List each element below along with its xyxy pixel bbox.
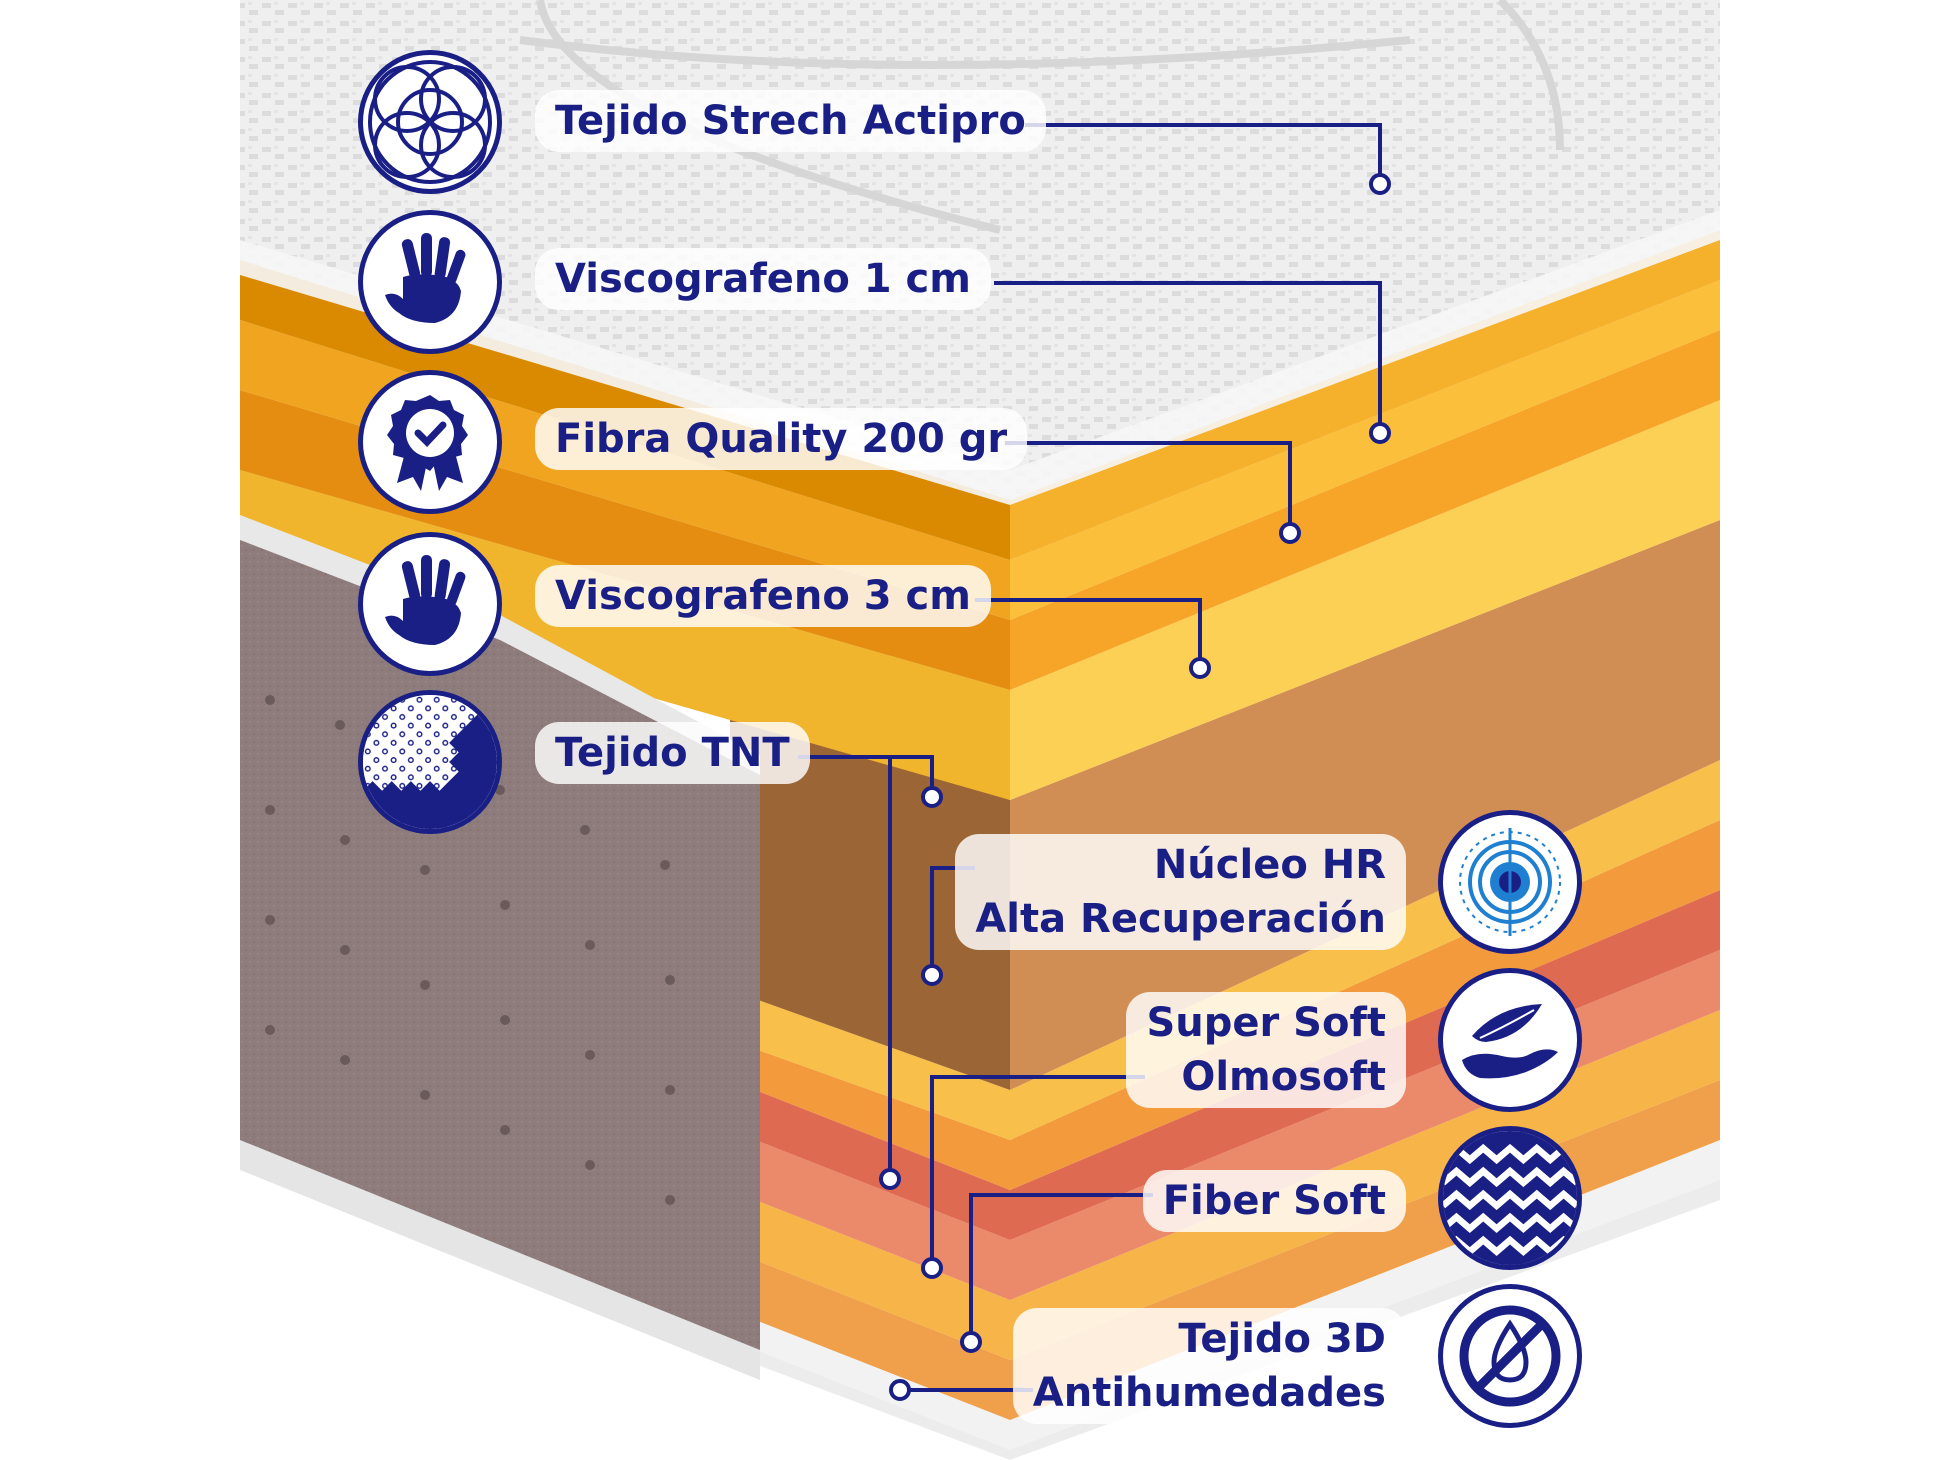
- label-tejido-3d-line2: Antihumedades: [1032, 1370, 1386, 1416]
- connector-tejido-tnt: [798, 755, 934, 795]
- hand-icon: [358, 210, 502, 354]
- label-fiber-soft: Fiber Soft: [1142, 1170, 1406, 1232]
- connector-lines: [798, 123, 1382, 1392]
- label-super-soft: Super Soft Olmosoft: [1126, 992, 1406, 1108]
- target-circles-icon: [1438, 810, 1582, 954]
- label-tejido-strech: Tejido Strech Actipro: [535, 90, 1046, 152]
- label-tejido-3d-line1: Tejido 3D: [1178, 1316, 1386, 1362]
- connector-fibra-quality: [1005, 441, 1292, 530]
- connector-dots: [879, 173, 1391, 1401]
- top-cover-edge: [240, 210, 1720, 505]
- quality-badge-icon: [358, 370, 502, 514]
- label-nucleo-hr: Núcleo HR Alta Recuperación: [955, 834, 1406, 950]
- label-fibra-quality: Fibra Quality 200 gr: [535, 408, 1028, 470]
- zigzag-icon: [1438, 1126, 1582, 1270]
- label-tejido-tnt: Tejido TNT: [535, 722, 810, 784]
- side-panel-border-bottom: [240, 1140, 760, 1380]
- label-tejido-3d: Tejido 3D Antihumedades: [1012, 1308, 1406, 1424]
- label-nucleo-hr-line2: Alta Recuperación: [975, 896, 1386, 942]
- label-super-soft-line2: Olmosoft: [1181, 1054, 1386, 1100]
- connector-super-soft: [930, 1075, 1145, 1265]
- hand-icon: [358, 532, 502, 676]
- label-nucleo-hr-line1: Núcleo HR: [1153, 842, 1386, 888]
- connector-tejido-strech: [1025, 123, 1382, 182]
- connector-viscografeno-1: [994, 281, 1382, 430]
- circles-pattern-icon: [358, 50, 502, 194]
- layer-visco3-front: [1010, 400, 1720, 800]
- leaf-hand-icon: [1438, 968, 1582, 1112]
- label-super-soft-line1: Super Soft: [1146, 1000, 1386, 1046]
- dotted-fabric-icon: [358, 690, 502, 834]
- no-moisture-icon: [1438, 1284, 1582, 1428]
- label-viscografeno-1: Viscografeno 1 cm: [535, 248, 991, 310]
- label-viscografeno-3: Viscografeno 3 cm: [535, 565, 991, 627]
- base-edge: [240, 1130, 1720, 1460]
- connector-viscografeno-3: [975, 598, 1202, 666]
- layer-dark-band-front: [1010, 230, 1720, 560]
- layer-visco1-front: [1010, 280, 1720, 620]
- connector-fiber-soft: [969, 1193, 1153, 1339]
